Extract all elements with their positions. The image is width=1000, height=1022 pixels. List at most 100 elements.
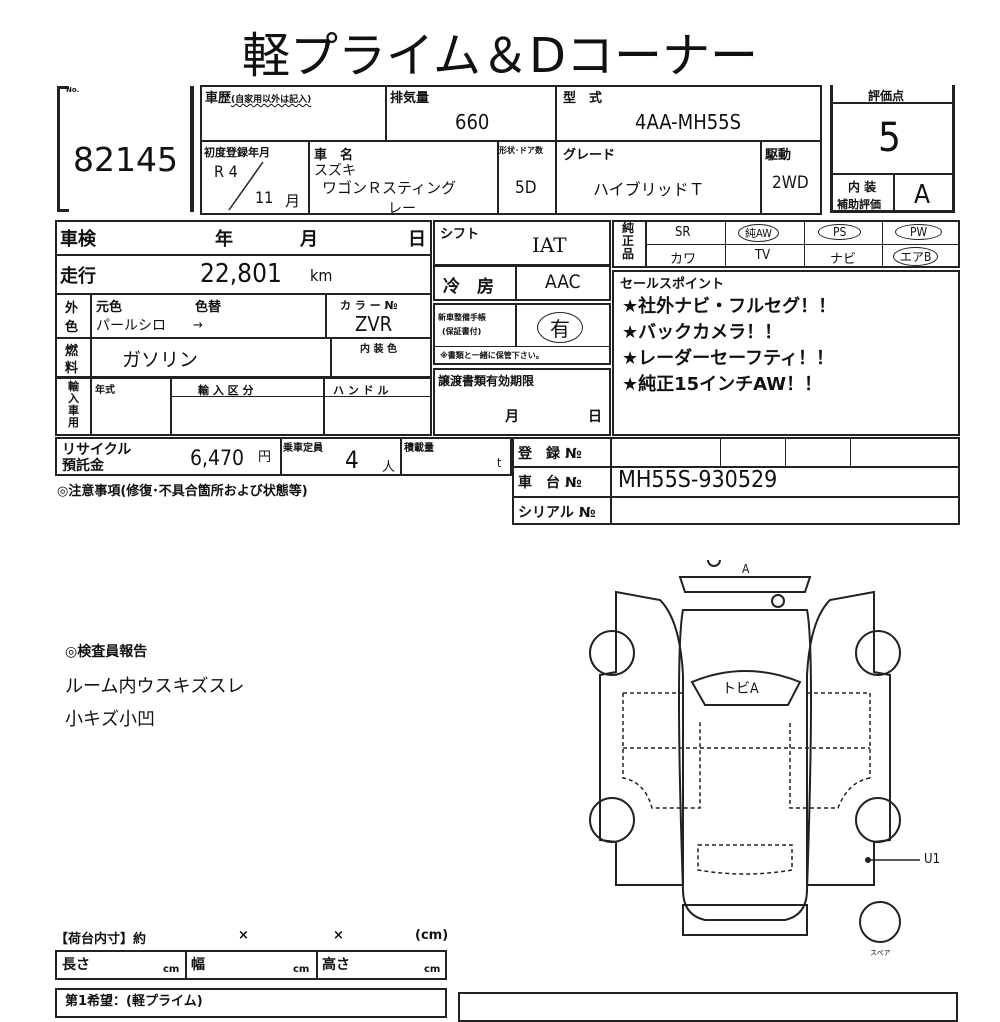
shift-label: シフト <box>440 227 480 242</box>
chassis-no-label: 車 台 № <box>518 475 582 491</box>
cargo-height: 高さ <box>322 957 350 973</box>
id-table <box>512 437 960 525</box>
interior-sub: 補助評価 <box>837 198 881 211</box>
equip-pw: PW <box>895 224 943 240</box>
equipment-label: 純正品 <box>622 221 635 261</box>
front-mark: A <box>742 562 750 576</box>
caution-label: ◎注意事項(修復･不具合箇所および状態等) <box>57 484 308 499</box>
interior-color-label: 内 装 色 <box>360 344 397 355</box>
color-code: ZVR <box>355 312 393 336</box>
wheel-rear-right <box>855 797 901 843</box>
sales-point-1: ★社外ナビ・フルセグ！！ <box>622 296 837 317</box>
sales-point-3: ★レーダーセーフティ！！ <box>622 348 834 369</box>
headlight-left <box>707 560 721 567</box>
mileage-unit: km <box>310 266 333 285</box>
transfer-month: 月 <box>505 409 519 425</box>
transfer-label: 譲渡書類有効期限 <box>438 374 535 388</box>
import-label: 輸入車用 <box>68 380 79 429</box>
interior-label: 内 装 <box>848 180 877 194</box>
grade-label: グレード <box>563 148 616 163</box>
header-grid <box>200 85 822 215</box>
first-reg-era: R 4 <box>214 162 238 181</box>
service-book-value: 有 <box>537 312 583 343</box>
service-book-sub: (保証書付) <box>442 327 482 336</box>
cargo-width-unit: cm <box>293 964 310 975</box>
ac-value: AAC <box>545 271 581 293</box>
interior-score: A <box>914 180 930 210</box>
inspection-day: 日 <box>408 229 426 250</box>
displacement-label: 排気量 <box>390 91 430 106</box>
capacity-value: 4 <box>345 446 359 474</box>
windshield-mark: トビA <box>722 681 759 697</box>
cargo-length: 長さ <box>62 957 90 973</box>
front-bumper <box>678 576 812 593</box>
wheel-front-left <box>589 630 635 676</box>
inspection-year: 年 <box>215 229 233 250</box>
shift-value: IAT <box>532 233 567 257</box>
car-name-label: 車 名 <box>314 148 354 163</box>
equip-leather: カワ <box>670 252 697 267</box>
mileage-value: 22,801 <box>200 259 282 289</box>
reg-no-label: 登 録 № <box>518 446 582 462</box>
score-box <box>830 85 955 213</box>
car-body <box>678 609 812 921</box>
page-title: 軽プライム＆Dコーナー <box>241 28 758 84</box>
inspector-line-1: ルーム内ウスキズスレ <box>65 676 245 697</box>
model-code-label: 型 式 <box>563 91 603 106</box>
serial-no-label: シリアル № <box>518 505 596 521</box>
ac-label: 冷 房 <box>443 277 494 297</box>
equip-genuine-aw: 純AW <box>738 224 779 242</box>
windshield <box>690 670 802 706</box>
sales-point-4: ★純正15インチAW！！ <box>622 374 823 395</box>
color-code-label: カ ラ ー № <box>340 299 398 312</box>
doors-label: 形状･ドア数 <box>499 146 543 155</box>
chassis-no-value: MH55S-930529 <box>618 467 778 493</box>
rear-bumper <box>682 904 808 936</box>
load-label: 積載量 <box>404 443 434 454</box>
model-code-value: 4AA-MH55S <box>635 110 742 134</box>
fuel-value: ガソリン <box>122 349 199 371</box>
orig-color-label: 元色 <box>96 300 123 315</box>
lot-label: No. <box>66 86 80 94</box>
transfer-day: 日 <box>588 409 602 425</box>
recycle-label-2: 預託金 <box>62 458 104 474</box>
inspector-label: ◎検査員報告 <box>65 644 148 660</box>
spare-tire <box>859 901 901 943</box>
equip-navi: ナビ <box>830 252 857 267</box>
score-label: 評価点 <box>868 89 905 103</box>
car-name-cont: レー <box>388 201 416 217</box>
fuel-label-2: 料 <box>65 361 79 376</box>
history-note: (自家用以外は記入) <box>231 95 312 105</box>
capacity-label: 乗車定員 <box>283 443 323 454</box>
equip-sr: SR <box>675 225 691 240</box>
lot-number: 82145 <box>73 140 178 179</box>
cargo-unit: (cm) <box>415 928 449 943</box>
wheel-rear-left <box>589 797 635 843</box>
headlight-right <box>771 594 785 608</box>
maker: スズキ <box>314 163 356 179</box>
cargo-x1: × <box>238 928 249 943</box>
inspection-month: 月 <box>300 229 318 250</box>
score-value: 5 <box>878 115 901 161</box>
load-unit: t <box>497 456 502 470</box>
wheel-front-right <box>855 630 901 676</box>
sales-points-label: セールスポイント <box>620 277 725 292</box>
month-unit: 月 <box>285 192 301 210</box>
cargo-label: 【荷台内寸】約 <box>55 932 147 947</box>
first-reg-month: 11 <box>255 188 274 207</box>
color-arrow: → <box>193 318 203 333</box>
rear-note-mark: U1 <box>924 852 941 867</box>
lot-bracket <box>57 86 69 212</box>
sales-point-2: ★バックカメラ！！ <box>622 322 783 343</box>
drive-value: 2WD <box>772 173 809 193</box>
orig-color: パールシロ <box>96 318 166 334</box>
history-label: 車歴 <box>205 91 232 106</box>
doors-value: 5D <box>515 178 537 198</box>
cargo-width: 幅 <box>191 957 205 973</box>
car-name: ワゴンＲスティング <box>322 179 457 197</box>
mileage-label: 走行 <box>60 266 96 287</box>
recycle-label-1: リサイクル <box>62 442 132 458</box>
equip-airbag: エアB <box>893 247 939 266</box>
color-label-2: 色 <box>65 320 79 335</box>
inspection-label: 車検 <box>60 229 96 250</box>
